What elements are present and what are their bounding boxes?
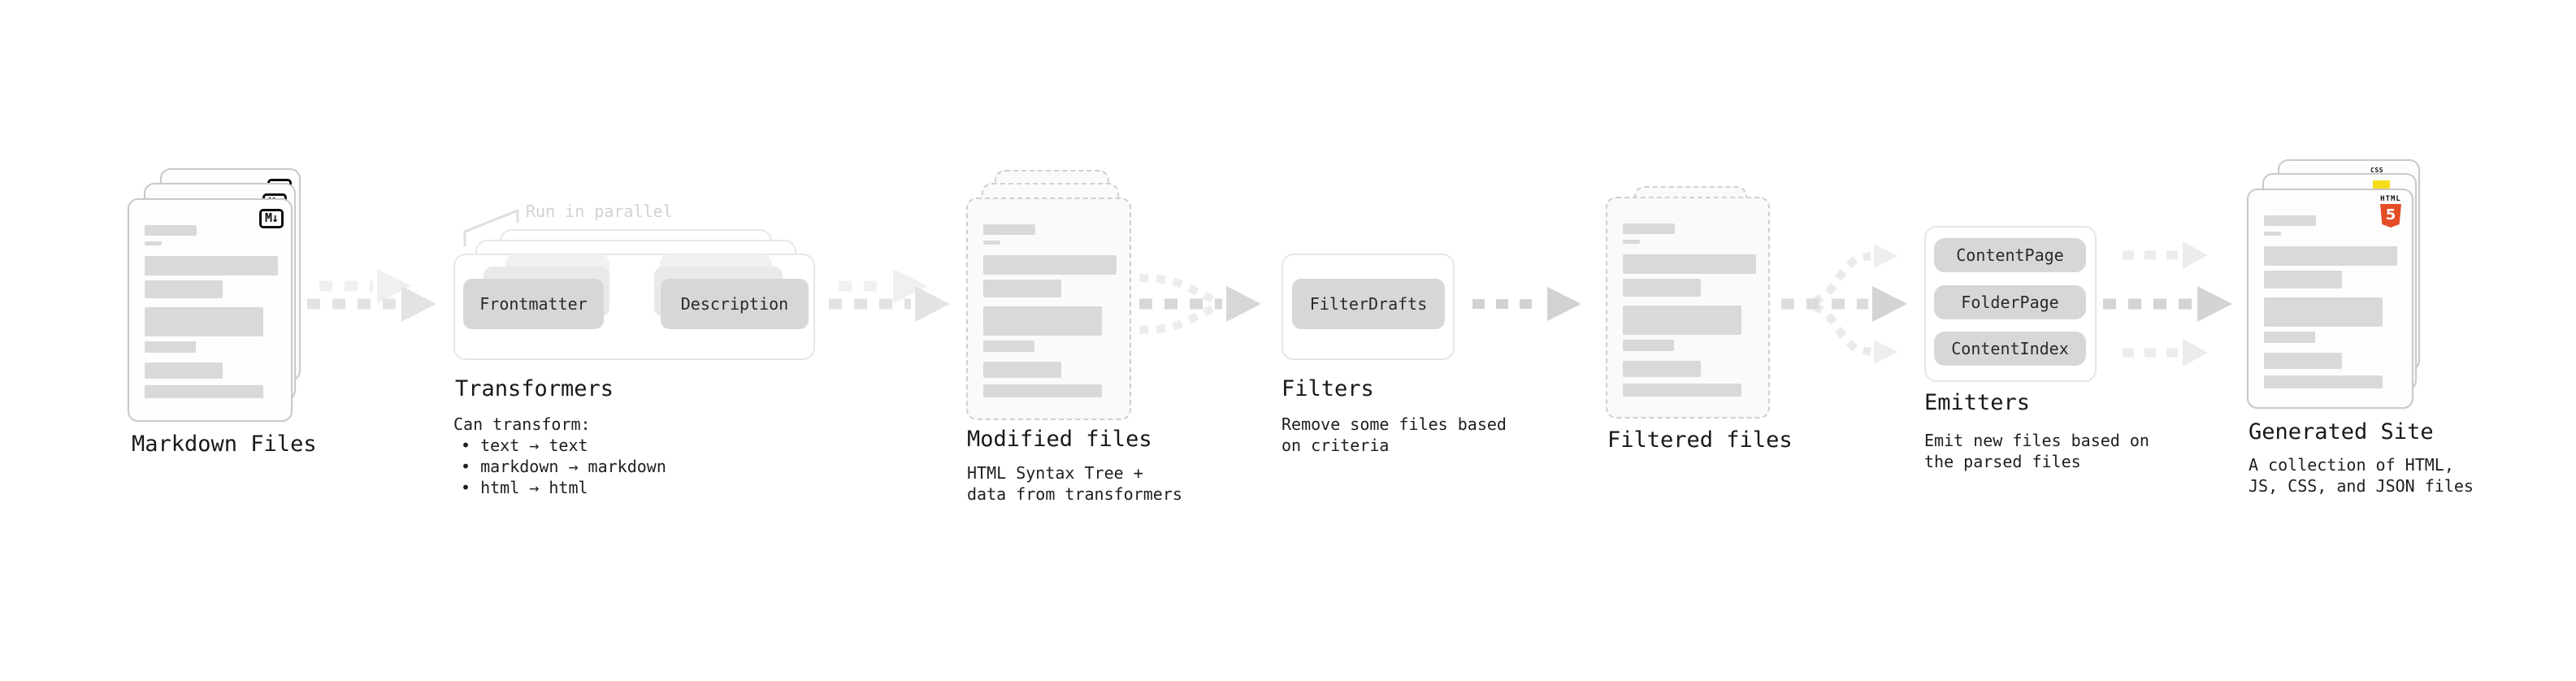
file-card-front: HTML 5: [2247, 189, 2413, 409]
placeholder-bar: [1623, 340, 1674, 351]
placeholder-bar: [983, 255, 1117, 275]
stage-modified-files: [966, 168, 1169, 461]
emitters-title: Emitters: [1924, 390, 2031, 415]
description-node: Description: [661, 279, 809, 329]
placeholder-bar: [983, 362, 1061, 378]
placeholder-bar: [2264, 215, 2316, 226]
placeholder-bar: [145, 362, 223, 379]
run-in-parallel-note: Run in parallel: [526, 202, 673, 221]
css-icon-label: CSS: [2370, 167, 2383, 174]
flow-arrow-transformers-to-modified: [829, 269, 950, 322]
placeholder-bar: [145, 307, 263, 336]
flow-arrow-filters-to-filtered: [1472, 287, 1581, 321]
can-transform-heading: Can transform:: [453, 414, 591, 434]
desc-line: on criteria: [1281, 436, 1390, 455]
placeholder-bar: [983, 241, 1000, 245]
placeholder-bar: [1623, 306, 1741, 335]
placeholder-bar: [983, 224, 1035, 235]
placeholder-bar: [1623, 240, 1640, 244]
file-card-front: [1606, 197, 1770, 419]
placeholder-bar: [2264, 246, 2397, 266]
html5-icon-label: HTML: [2380, 195, 2401, 203]
desc-line: JS, CSS, and JSON files: [2249, 476, 2474, 496]
html5-icon: HTML 5: [2379, 195, 2403, 228]
filtered-files-title: Filtered files: [1607, 427, 1793, 453]
transformers-description: Can transform: • text → text • markdown …: [453, 414, 666, 498]
generated-site-description: A collection of HTML, JS, CSS, and JSON …: [2249, 454, 2474, 497]
file-card-front: M↓: [128, 198, 293, 422]
placeholder-bar: [2264, 375, 2383, 388]
placeholder-bar: [1623, 361, 1701, 377]
desc-line: Emit new files based on: [1924, 431, 2149, 450]
placeholder-bar: [983, 340, 1034, 352]
placeholder-bar: [1623, 384, 1741, 397]
filters-description: Remove some files based on criteria: [1281, 414, 1507, 456]
desc-line: Remove some files based: [1281, 414, 1507, 434]
placeholder-bar: [2264, 271, 2342, 288]
placeholder-bar: [145, 280, 223, 298]
placeholder-bar: [983, 384, 1102, 397]
stage-generated-site: CSS HTML 5: [2247, 159, 2450, 452]
modified-files-description: HTML Syntax Tree + data from transformer…: [967, 462, 1182, 505]
markdown-icon: M↓: [258, 209, 284, 228]
folderpage-node: FolderPage: [1934, 285, 2086, 319]
desc-line: HTML Syntax Tree +: [967, 463, 1143, 483]
transform-bullet: • markdown → markdown: [461, 457, 666, 476]
placeholder-bar: [2264, 332, 2315, 343]
filterdrafts-node: FilterDrafts: [1292, 279, 1445, 329]
desc-line: A collection of HTML,: [2249, 455, 2454, 475]
placeholder-bar: [983, 306, 1102, 336]
transformers-title: Transformers: [455, 376, 614, 401]
generated-site-title: Generated Site: [2249, 419, 2434, 445]
stage-markdown-files: M↓ M↓ M↓: [128, 168, 331, 461]
contentindex-node: ContentIndex: [1934, 332, 2086, 366]
placeholder-bar: [145, 225, 197, 236]
placeholder-bar: [145, 256, 278, 275]
placeholder-bar: [145, 341, 196, 353]
markdown-files-title: Markdown Files: [132, 432, 317, 457]
filters-title: Filters: [1281, 376, 1374, 401]
frontmatter-node: Frontmatter: [463, 279, 604, 329]
contentpage-node: ContentPage: [1934, 238, 2086, 272]
placeholder-bar: [983, 280, 1061, 297]
placeholder-bar: [1623, 279, 1701, 297]
placeholder-bar: [1623, 254, 1756, 274]
placeholder-bar: [2264, 297, 2383, 327]
placeholder-bar: [2264, 232, 2281, 236]
placeholder-bar: [145, 241, 162, 245]
transform-bullet: • text → text: [461, 436, 588, 455]
file-card-front: [966, 197, 1131, 420]
transform-bullet: • html → html: [461, 478, 588, 497]
placeholder-bar: [145, 385, 263, 398]
desc-line: data from transformers: [967, 484, 1182, 504]
emitters-description: Emit new files based on the parsed files: [1924, 430, 2149, 472]
flow-arrows-emitters-to-generated: [2103, 241, 2232, 367]
desc-line: the parsed files: [1924, 452, 2081, 471]
html5-icon-shield: 5: [2380, 204, 2401, 228]
placeholder-bar: [1623, 223, 1675, 234]
stage-filtered-files: [1606, 175, 1801, 451]
modified-files-title: Modified files: [967, 427, 1152, 452]
placeholder-bar: [2264, 353, 2342, 369]
